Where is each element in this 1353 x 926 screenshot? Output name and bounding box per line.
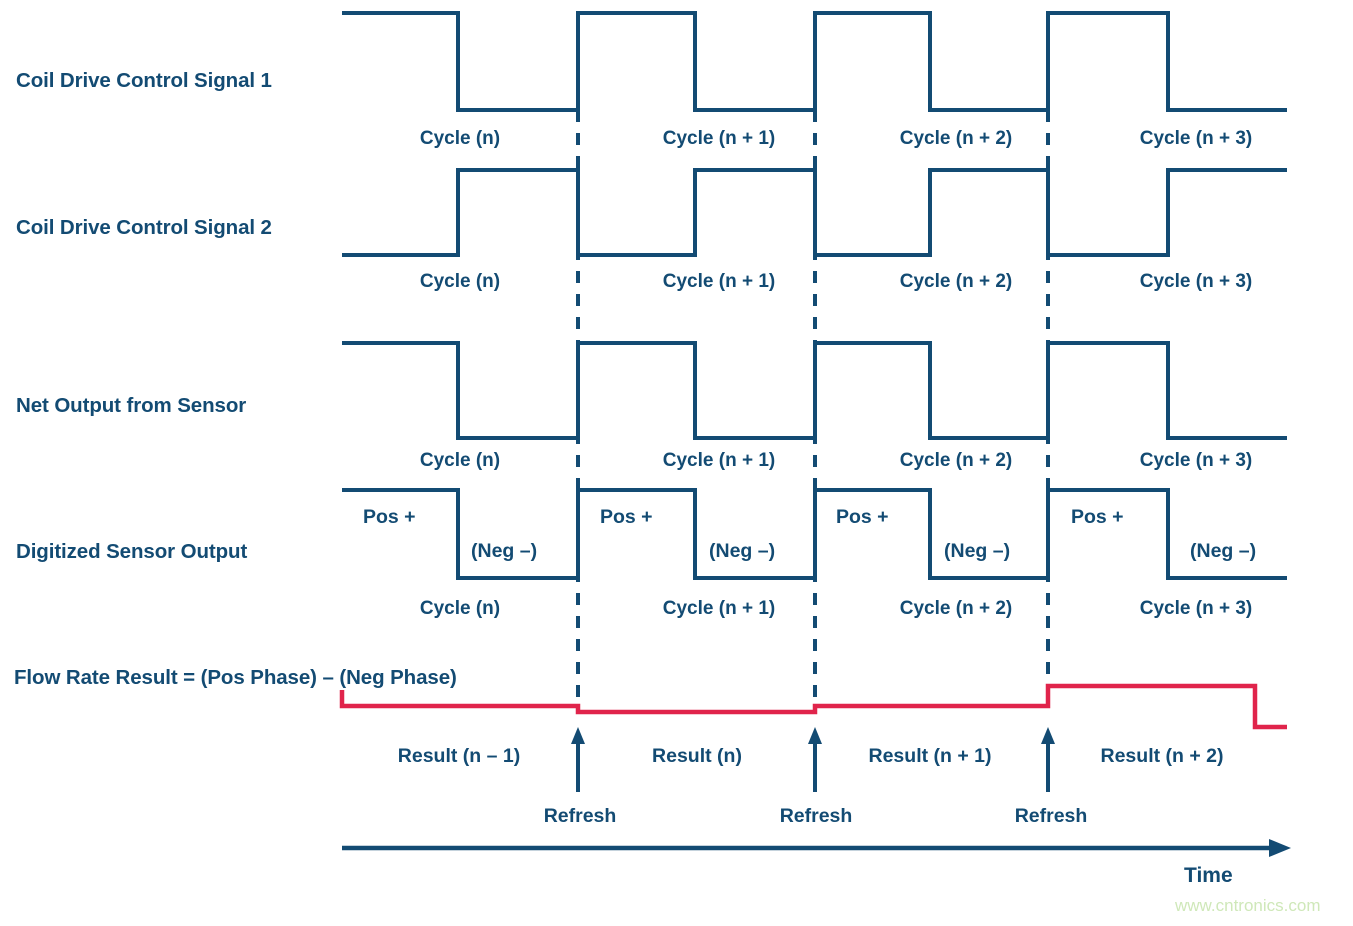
result-label-n-minus-1: Result (n – 1) bbox=[397, 745, 521, 767]
refresh-arrow-1 bbox=[571, 727, 585, 792]
cycle-label-signal2-n2: Cycle (n + 2) bbox=[899, 271, 1013, 292]
waveform-coil-drive-control-signal-1 bbox=[342, 11, 1287, 112]
cycle-label-signal2-n: Cycle (n) bbox=[419, 271, 501, 292]
cycle-label-netout-n2: Cycle (n + 2) bbox=[899, 450, 1013, 471]
cycle-label-signal1-n: Cycle (n) bbox=[419, 128, 501, 149]
cycle-label-digitized-n1: Cycle (n + 1) bbox=[662, 598, 776, 619]
row-label-coil-drive-control-signal-2: Coil Drive Control Signal 2 bbox=[16, 216, 272, 239]
cycle-label-signal1-n1: Cycle (n + 1) bbox=[662, 128, 776, 149]
cycle-label-netout-n: Cycle (n) bbox=[419, 450, 501, 471]
phase-label-positive-4: Pos + bbox=[1071, 506, 1124, 528]
cycle-label-digitized-n: Cycle (n) bbox=[419, 598, 501, 619]
row-label-coil-drive-control-signal-1: Coil Drive Control Signal 1 bbox=[16, 69, 272, 92]
phase-label-negative-4: (Neg –) bbox=[1190, 540, 1257, 562]
phase-label-positive-1: Pos + bbox=[363, 506, 416, 528]
refresh-label-1: Refresh bbox=[543, 805, 617, 827]
result-label-n-plus-1: Result (n + 1) bbox=[868, 745, 992, 767]
phase-label-negative-2: (Neg –) bbox=[709, 540, 776, 562]
time-axis-label: Time bbox=[1184, 864, 1233, 887]
cycle-label-netout-n1: Cycle (n + 1) bbox=[662, 450, 776, 471]
cycle-label-signal2-n1: Cycle (n + 1) bbox=[662, 271, 776, 292]
cycle-label-signal1-n2: Cycle (n + 2) bbox=[899, 128, 1013, 149]
refresh-arrow-2 bbox=[808, 727, 822, 792]
cycle-label-signal1-n3: Cycle (n + 3) bbox=[1139, 128, 1253, 149]
watermark-text: www.cntronics.com bbox=[1175, 896, 1321, 915]
row-label-net-output-from-sensor: Net Output from Sensor bbox=[16, 394, 247, 417]
result-label-n: Result (n) bbox=[652, 745, 742, 767]
phase-label-negative-3: (Neg –) bbox=[944, 540, 1011, 562]
refresh-arrow-3 bbox=[1041, 727, 1055, 792]
phase-label-positive-2: Pos + bbox=[600, 506, 653, 528]
phase-label-negative-1: (Neg –) bbox=[471, 540, 538, 562]
result-label-n-plus-2: Result (n + 2) bbox=[1100, 745, 1224, 767]
refresh-label-3: Refresh bbox=[1014, 805, 1088, 827]
row-label-digitized-sensor-output: Digitized Sensor Output bbox=[16, 540, 248, 563]
refresh-label-2: Refresh bbox=[779, 805, 853, 827]
cycle-label-netout-n3: Cycle (n + 3) bbox=[1139, 450, 1253, 471]
cycle-label-signal2-n3: Cycle (n + 3) bbox=[1139, 271, 1253, 292]
cycle-label-digitized-n3: Cycle (n + 3) bbox=[1139, 598, 1253, 619]
cycle-label-digitized-n2: Cycle (n + 2) bbox=[899, 598, 1013, 619]
phase-label-positive-3: Pos + bbox=[836, 506, 889, 528]
time-axis-arrow bbox=[342, 839, 1291, 857]
waveform-flow-rate-result bbox=[339, 683, 1287, 730]
row-label-flow-rate-result: Flow Rate Result = (Pos Phase) – (Neg Ph… bbox=[14, 666, 457, 689]
